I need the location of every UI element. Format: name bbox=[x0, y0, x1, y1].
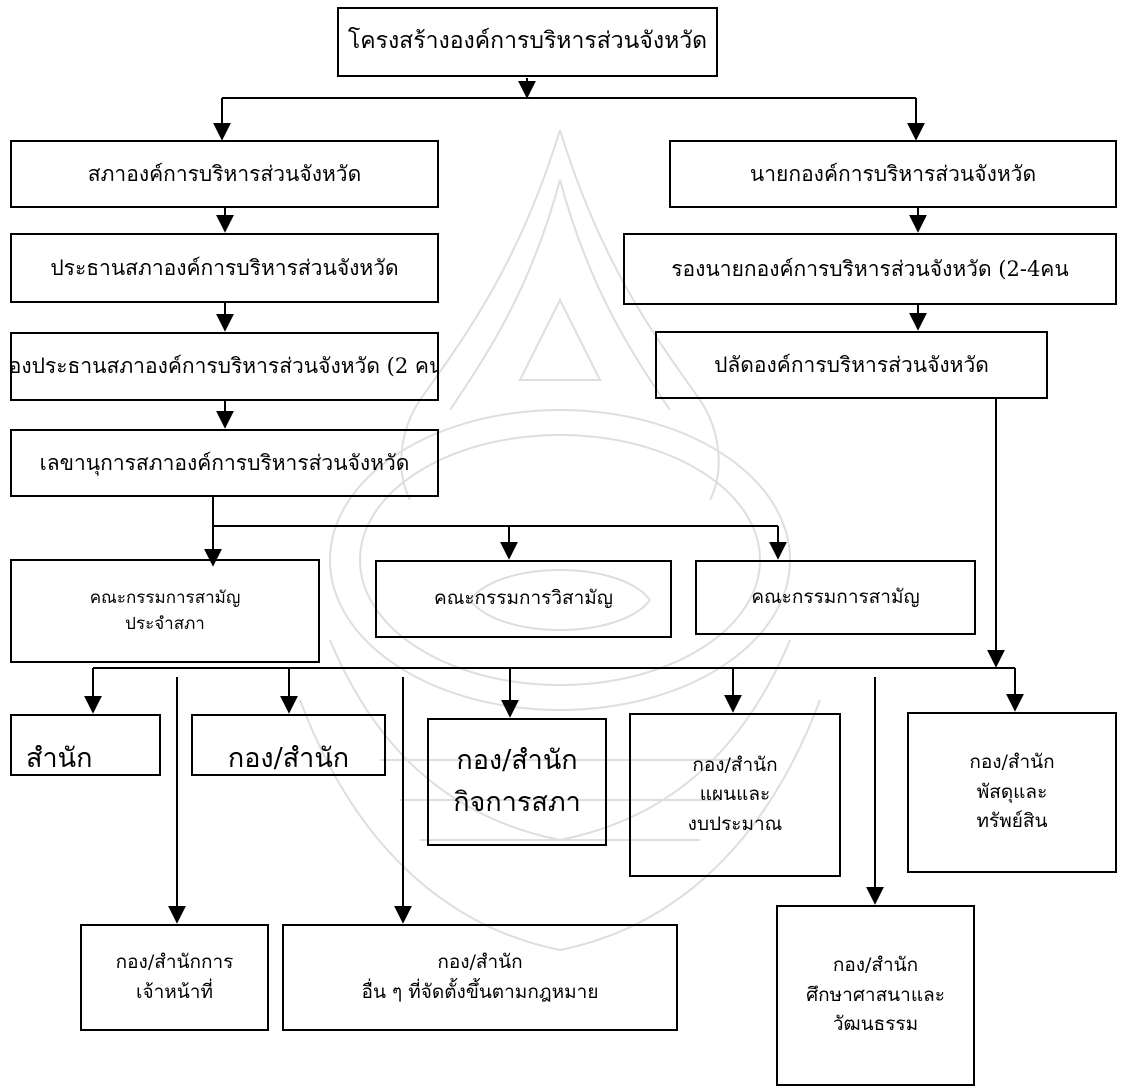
node-label: รองประธานสภาองค์การบริหารส่วนจังหวัด (2 … bbox=[10, 354, 439, 379]
node-label-line2: แผนและ bbox=[699, 783, 771, 806]
node-permanent-secretary: ปลัดองค์การบริหารส่วนจังหวัด bbox=[655, 331, 1048, 399]
node-council-secretary: เลขานุการสภาองค์การบริหารส่วนจังหวัด bbox=[10, 429, 439, 497]
node-division-other: กอง/สำนัก อื่น ๆ ที่จัดตั้งขึ้นตามกฎหมาย bbox=[282, 924, 678, 1031]
node-mayor: นายกองค์การบริหารส่วนจังหวัด bbox=[669, 140, 1117, 208]
node-label-line2: พัสดุและ bbox=[976, 780, 1048, 803]
node-committee-standing: คณะกรรมการสามัญ ประจำสภา bbox=[10, 559, 320, 663]
node-label: กอง/สำนัก bbox=[227, 743, 350, 774]
node-label-line3: ทรัพย์สิน bbox=[976, 810, 1048, 833]
node-label: คณะกรรมการสามัญ bbox=[751, 585, 920, 608]
node-office: สำนัก bbox=[10, 714, 161, 776]
node-council-chair: ประธานสภาองค์การบริหารส่วนจังหวัด bbox=[10, 233, 439, 303]
node-label-line2: ศึกษาศาสนาและ bbox=[806, 983, 945, 1006]
node-label-line3: วัฒนธรรม bbox=[832, 1013, 919, 1036]
node-label: คณะกรรมการวิสามัญ bbox=[433, 587, 613, 610]
node-label-line1: กอง/สำนัก bbox=[456, 745, 578, 777]
node-label-line1: กอง/สำนัก bbox=[969, 751, 1055, 774]
node-label-line1: กอง/สำนัก bbox=[832, 954, 919, 977]
node-label-line3: งบประมาณ bbox=[687, 812, 783, 835]
node-label: ประธานสภาองค์การบริหารส่วนจังหวัด bbox=[50, 255, 399, 280]
node-division-supplies-assets: กอง/สำนัก พัสดุและ ทรัพย์สิน bbox=[907, 712, 1117, 873]
node-label-line2: ประจำสภา bbox=[125, 614, 205, 634]
node-council: สภาองค์การบริหารส่วนจังหวัด bbox=[10, 140, 439, 208]
node-label-line2: เจ้าหน้าที่ bbox=[135, 980, 213, 1003]
node-committee-ordinary: คณะกรรมการสามัญ bbox=[695, 560, 976, 635]
node-label: ปลัดองค์การบริหารส่วนจังหวัด bbox=[714, 352, 989, 377]
node-label-line1: กอง/สำนัก bbox=[437, 951, 523, 974]
node-committee-special: คณะกรรมการวิสามัญ bbox=[375, 560, 672, 638]
node-label: รองนายกองค์การบริหารส่วนจังหวัด (2-4คน bbox=[671, 256, 1069, 281]
node-label: โครงสร้างองค์การบริหารส่วนจังหวัด bbox=[347, 28, 708, 55]
node-division: กอง/สำนัก bbox=[191, 714, 386, 776]
node-division-plan-budget: กอง/สำนัก แผนและ งบประมาณ bbox=[629, 713, 841, 877]
node-label: เลขานุการสภาองค์การบริหารส่วนจังหวัด bbox=[39, 450, 410, 475]
node-label-line2: กิจการสภา bbox=[453, 787, 581, 818]
node-vice-mayor: รองนายกองค์การบริหารส่วนจังหวัด (2-4คน bbox=[623, 233, 1117, 305]
node-label: นายกองค์การบริหารส่วนจังหวัด bbox=[749, 161, 1037, 186]
node-label-line1: คณะกรรมการสามัญ bbox=[89, 587, 241, 608]
node-label: สภาองค์การบริหารส่วนจังหวัด bbox=[87, 161, 362, 186]
node-division-personnel: กอง/สำนักการ เจ้าหน้าที่ bbox=[80, 924, 269, 1031]
node-label: สำนัก bbox=[26, 743, 93, 774]
node-label-line2: อื่น ๆ ที่จัดตั้งขึ้นตามกฎหมาย bbox=[361, 980, 599, 1003]
node-org-structure: โครงสร้างองค์การบริหารส่วนจังหวัด bbox=[337, 7, 718, 77]
node-council-vice-chair: รองประธานสภาองค์การบริหารส่วนจังหวัด (2 … bbox=[10, 332, 439, 401]
node-division-education-religion-culture: กอง/สำนัก ศึกษาศาสนาและ วัฒนธรรม bbox=[776, 905, 975, 1086]
node-division-council-affairs: กอง/สำนัก กิจการสภา bbox=[427, 718, 607, 846]
node-label-line1: กอง/สำนักการ bbox=[115, 951, 234, 974]
node-label-line1: กอง/สำนัก bbox=[692, 753, 778, 776]
